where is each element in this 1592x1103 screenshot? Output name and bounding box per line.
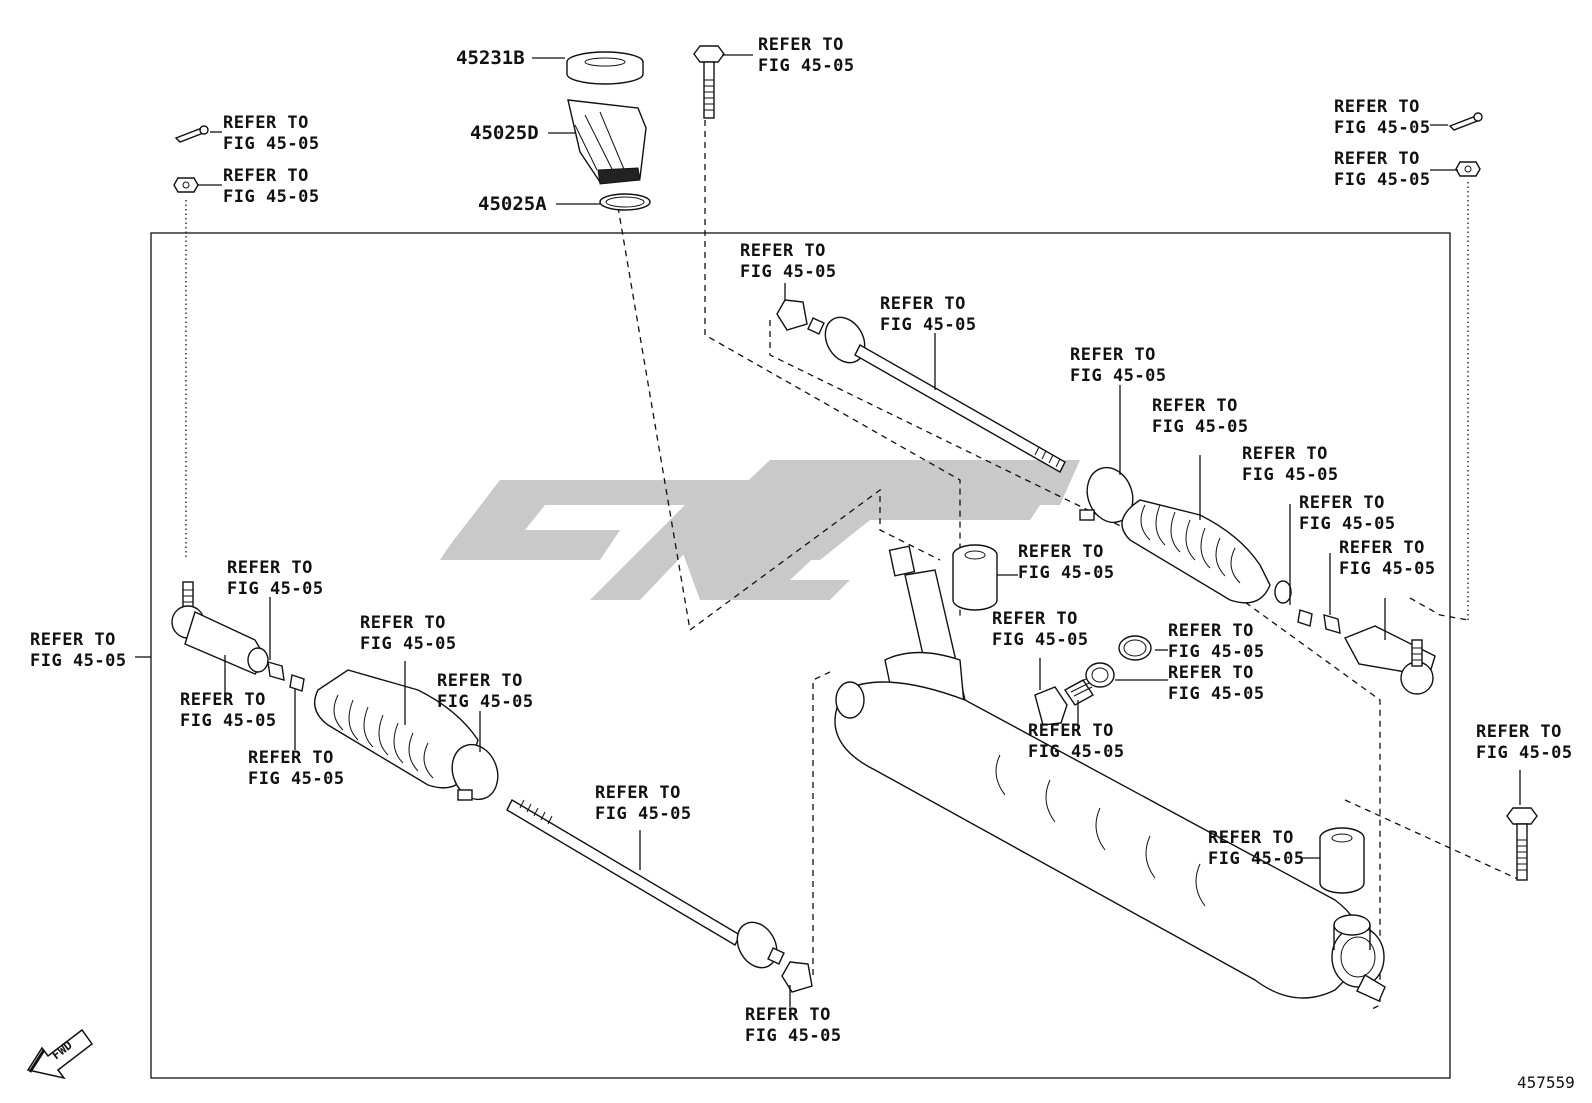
clamp-lower <box>451 743 499 801</box>
assembly-reference-lines <box>185 120 1521 1011</box>
bellows-boot-upper <box>1121 499 1292 604</box>
part-45025d-boot <box>567 99 647 185</box>
part-45025a-oring <box>599 193 651 211</box>
tie-rod-end-right <box>1344 625 1436 695</box>
yoke-guide <box>1034 686 1068 726</box>
bushing-upper <box>952 544 998 611</box>
yoke-lock-ring <box>1118 635 1152 661</box>
part-45231b-ring <box>566 51 644 85</box>
bolt-right <box>1506 807 1538 881</box>
tie-rod-end-left <box>171 581 269 675</box>
bushing-lower-right <box>1319 827 1365 894</box>
clamp-upper <box>1079 466 1134 524</box>
cotter-pin-left <box>174 125 209 143</box>
diagram-id: 457559 <box>1517 1073 1575 1092</box>
lock-nut-lower-left <box>267 661 285 681</box>
clip-upper-right <box>1297 609 1313 627</box>
nut-right <box>1455 161 1481 177</box>
cotter-pin-right <box>1448 112 1483 131</box>
nut-left <box>173 177 199 193</box>
fwd-arrow-icon: FWD <box>26 1028 94 1080</box>
yoke-plug <box>1085 662 1115 688</box>
tie-rod-lower <box>506 799 813 993</box>
assembly-frame <box>150 232 1451 1079</box>
yoke-spring <box>1063 678 1095 706</box>
steering-gear-housing <box>834 545 1386 1002</box>
lock-nut-upper-right <box>1323 614 1341 634</box>
watermark-logo <box>440 460 1080 600</box>
part-number-45231b: 45231B <box>456 47 525 69</box>
bolt-top <box>693 45 725 119</box>
part-number-45025a: 45025A <box>478 193 547 215</box>
tie-rod-upper <box>776 299 1066 473</box>
part-number-45025d: 45025D <box>470 122 539 144</box>
clip-lower-left <box>289 674 305 692</box>
callout-leaders <box>135 54 1521 1007</box>
